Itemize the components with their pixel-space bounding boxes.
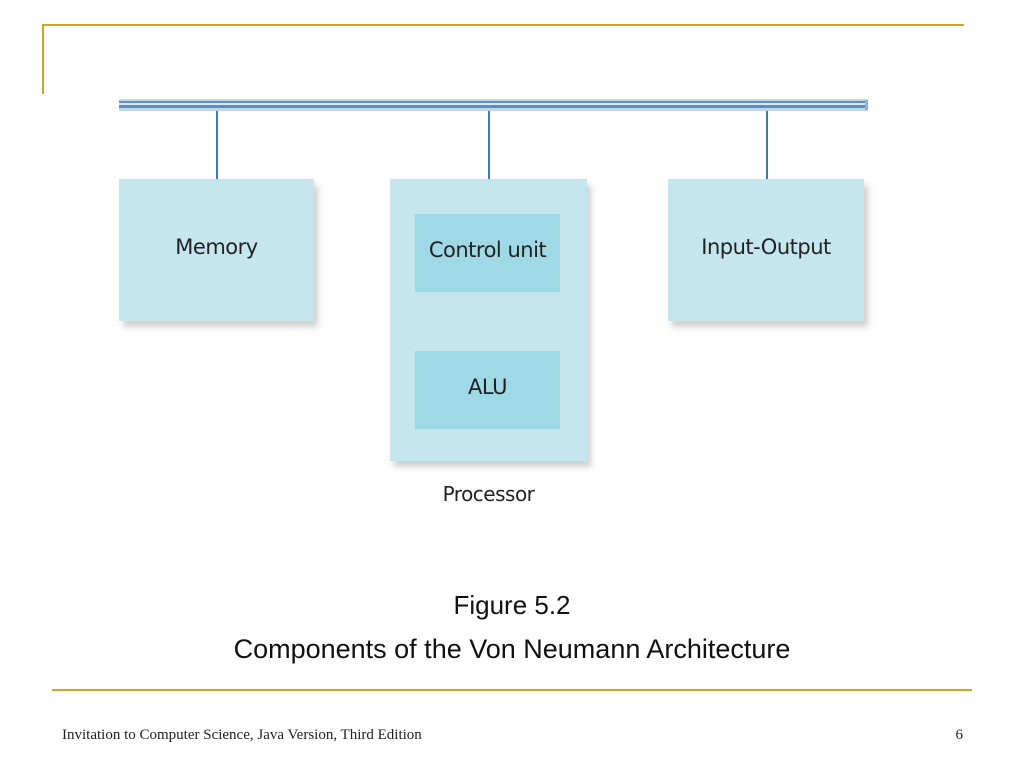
input-output-label: Input-Output xyxy=(701,235,831,259)
control-unit-box: Control unit xyxy=(415,214,560,292)
memory-label: Memory xyxy=(175,235,258,259)
processor-label: Processor xyxy=(442,482,535,506)
control-unit-label: Control unit xyxy=(428,238,547,262)
alu-label: ALU xyxy=(468,375,507,399)
frame-top-rule xyxy=(42,24,964,26)
frame-bottom-rule xyxy=(52,689,972,691)
input-output-box: Input-Output xyxy=(668,179,864,321)
system-bus-end xyxy=(865,100,868,110)
frame-left-rule xyxy=(42,24,44,94)
system-bus xyxy=(119,99,867,111)
processor-box: Control unit ALU xyxy=(390,179,587,461)
footer-book-title: Invitation to Computer Science, Java Ver… xyxy=(62,727,422,743)
processor-bus-connector xyxy=(488,111,490,179)
memory-box: Memory xyxy=(119,179,314,321)
memory-bus-connector xyxy=(216,111,218,179)
page-number: 6 xyxy=(955,727,964,743)
figure-number: Figure 5.2 xyxy=(453,590,571,620)
figure-title: Components of the Von Neumann Architectu… xyxy=(233,634,791,664)
io-bus-connector xyxy=(766,111,768,179)
alu-box: ALU xyxy=(415,351,560,429)
